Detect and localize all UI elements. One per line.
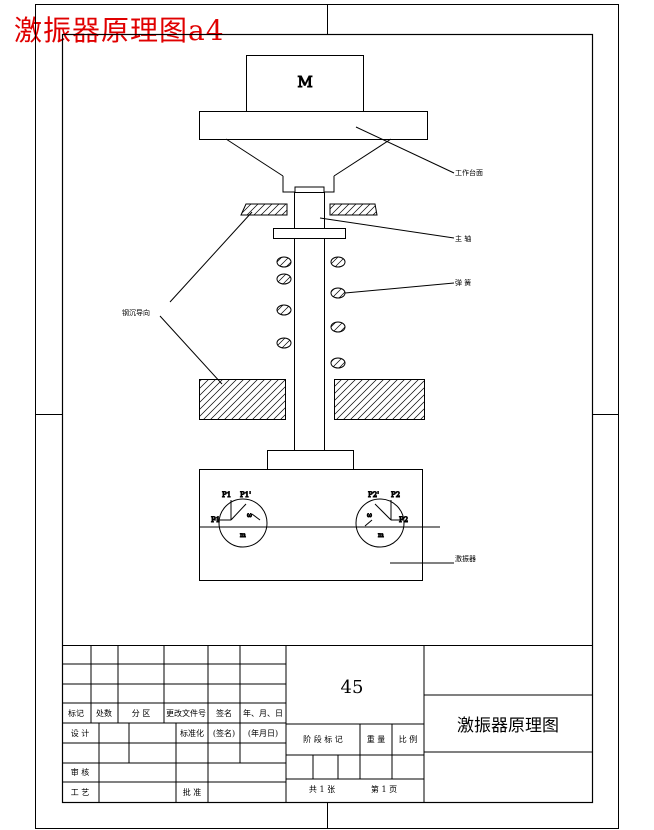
motor-label: M (297, 73, 312, 91)
spindle-label: 主 轴 (455, 234, 471, 243)
tb-review: 审 核 (71, 767, 90, 777)
force-label-p1: P1 (222, 491, 231, 499)
tb-weight: 重 量 (367, 734, 386, 744)
tb-sheet-no: 第 1 页 (371, 784, 397, 794)
tb-header-count: 处数 (96, 708, 112, 718)
spring (276, 256, 346, 369)
guide-plate-upper (240, 203, 378, 216)
spring-label: 弹 簧 (455, 278, 471, 287)
center-right: m (378, 532, 384, 539)
header-title: 激振器原理图a4 (14, 14, 225, 47)
worktable (199, 111, 428, 193)
tb-signature: (签名) (213, 728, 235, 738)
force-label-p2: P2 (391, 491, 400, 499)
tb-process: 工 艺 (71, 788, 90, 797)
force-label-p1-side: P1 (211, 516, 220, 524)
tb-scale: 比 例 (399, 734, 418, 744)
tb-header-mark: 标记 (68, 708, 84, 718)
tb-header-date: 年、月、日 (243, 708, 283, 718)
tb-stage: 阶 段 标 记 (303, 734, 343, 744)
exciter-label: 激振器 (455, 554, 476, 563)
spindle (273, 192, 346, 451)
tb-standardize: 标准化 (180, 728, 204, 738)
drawing-name: 激振器原理图 (457, 716, 559, 736)
tb-date: (年月日) (248, 728, 278, 738)
tb-header-zone: 分 区 (132, 709, 151, 718)
tb-sheet-total: 共 1 张 (309, 785, 335, 794)
tb-design: 设 计 (71, 728, 90, 738)
tb-header-sign: 签名 (216, 708, 232, 718)
tb-approve: 批 准 (183, 787, 202, 797)
motor: M (246, 55, 364, 112)
worktable-label: 工作台面 (455, 168, 483, 177)
omega-right: ω (367, 512, 372, 519)
force-label-p2-prime: P2' (368, 491, 379, 499)
force-label-p1-prime: P1' (240, 491, 251, 499)
force-label-p2-side: P2 (399, 516, 408, 524)
title-block (62, 645, 593, 803)
omega-left: ω (247, 512, 252, 519)
base-block (199, 379, 425, 420)
tb-header-change: 更改文件号 (166, 708, 206, 718)
sheet-border (35, 4, 619, 829)
center-left: m (240, 532, 246, 539)
material-label: 45 (341, 677, 364, 698)
leader-lines (159, 126, 455, 564)
exciter: P1 P1' P1 ω m P2' P2 P2 ω m (199, 450, 440, 581)
guide-label: 钢沉导向 (122, 308, 150, 317)
